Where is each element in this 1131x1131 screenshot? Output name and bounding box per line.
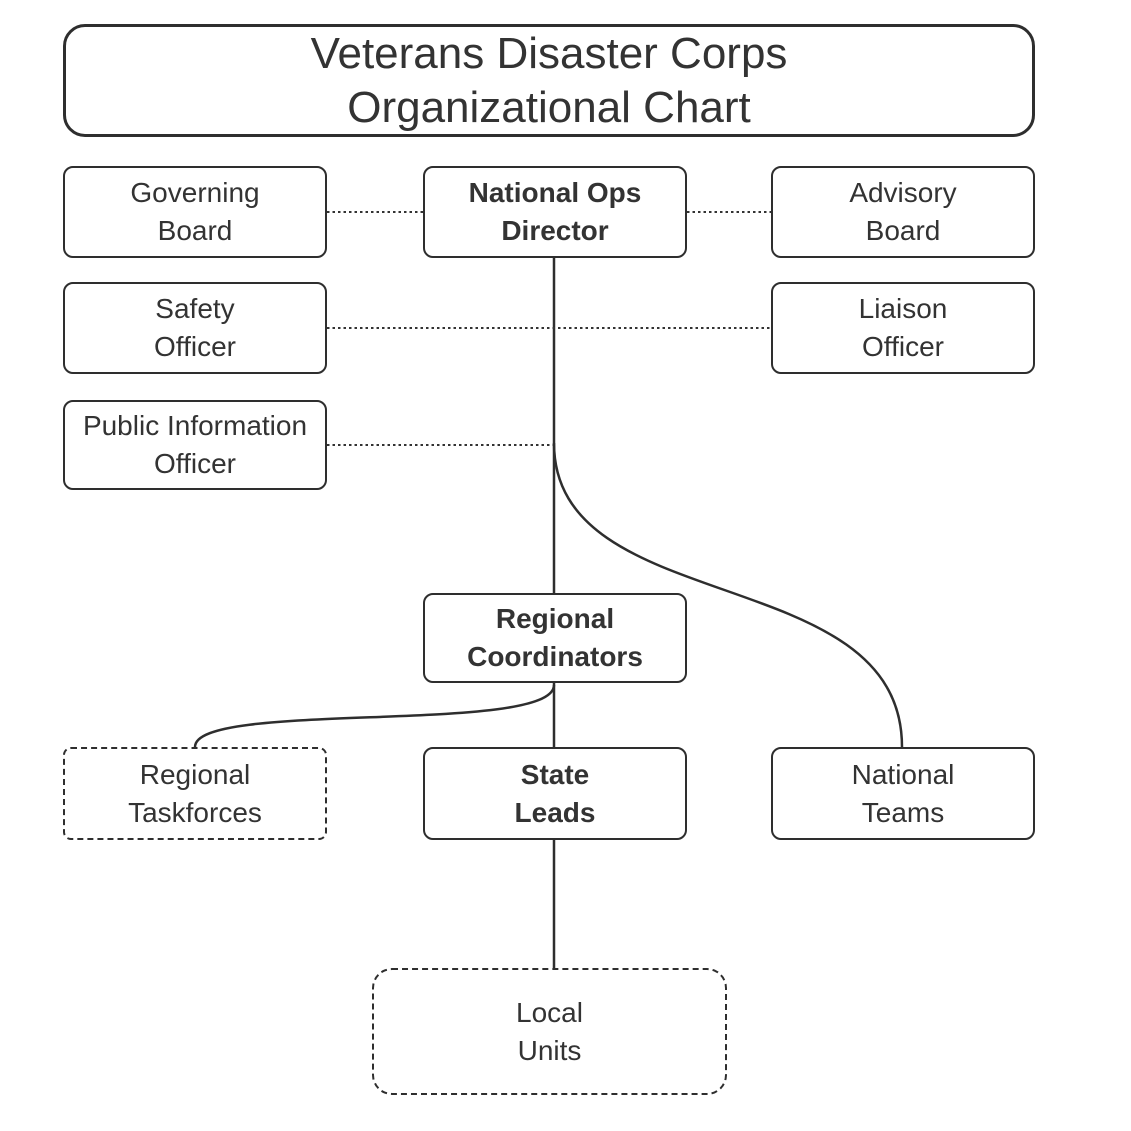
node-label: National (851, 758, 955, 790)
chart-title-line2: Organizational Chart (347, 82, 751, 132)
node-label: Director (501, 215, 609, 246)
node-label: Coordinators (467, 641, 643, 672)
node-label: Taskforces (128, 796, 262, 828)
node-state-leads[interactable]: State Leads (423, 747, 687, 840)
connector-national-teams-curve (552, 442, 904, 748)
node-liaison-officer[interactable]: Liaison Officer (771, 282, 1035, 374)
node-label: Officer (154, 448, 236, 479)
node-label: Officer (862, 331, 944, 362)
node-label: National Ops (468, 177, 642, 208)
chart-title-line1: Veterans Disaster Corps (310, 28, 788, 78)
node-label: Board (865, 215, 941, 246)
node-governing-board[interactable]: Governing Board (63, 166, 327, 258)
node-label: Officer (154, 331, 236, 362)
node-national-teams[interactable]: National Teams (771, 747, 1035, 840)
node-public-information-officer[interactable]: Public Information Officer (63, 400, 327, 490)
node-advisory-board[interactable]: Advisory Board (771, 166, 1035, 258)
node-regional-taskforces[interactable]: Regional Taskforces (63, 747, 327, 840)
node-safety-officer[interactable]: Safety Officer (63, 282, 327, 374)
node-label: State (520, 758, 590, 790)
connector-regional-taskforces-curve (193, 684, 556, 748)
node-label: Leads (514, 796, 596, 828)
node-label: Liaison (858, 293, 948, 324)
node-label: Regional (139, 758, 251, 790)
node-label: Units (517, 1034, 582, 1066)
node-label: Governing (130, 177, 260, 208)
node-regional-coordinators[interactable]: Regional Coordinators (423, 593, 687, 683)
node-label: Public Information (82, 410, 308, 441)
node-label: Advisory (849, 177, 957, 208)
node-label: Regional (495, 603, 615, 634)
node-label: Teams (861, 796, 945, 828)
chart-title-box: Veterans Disaster Corps Organizational C… (63, 24, 1035, 137)
node-label: Safety (155, 293, 235, 324)
node-label: Local (516, 996, 583, 1028)
node-national-ops-director[interactable]: National Ops Director (423, 166, 687, 258)
node-label: Board (157, 215, 233, 246)
node-local-units[interactable]: Local Units (372, 968, 727, 1095)
